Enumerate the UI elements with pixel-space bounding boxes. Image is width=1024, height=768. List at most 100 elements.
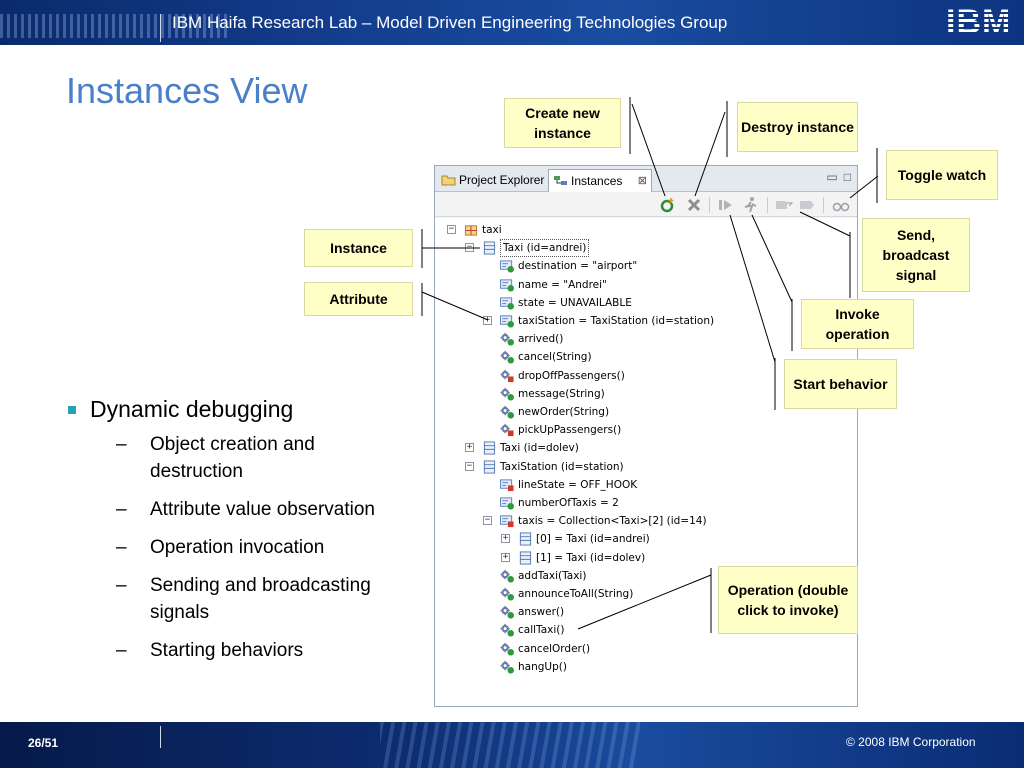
tree-item-label: state = UNAVAILABLE bbox=[518, 296, 632, 309]
tree-row[interactable]: lineState = OFF_HOOK bbox=[435, 476, 855, 494]
tree-row[interactable]: destination = "airport" bbox=[435, 257, 855, 275]
expand-icon[interactable]: + bbox=[501, 551, 510, 562]
attribute-private-icon bbox=[500, 479, 514, 491]
ibm-logo: IBM bbox=[946, 3, 1012, 41]
tree-row[interactable]: hangUp() bbox=[435, 658, 855, 676]
instance-icon bbox=[483, 441, 496, 455]
maximize-icon[interactable]: □ bbox=[843, 170, 851, 184]
attribute-icon bbox=[500, 315, 514, 328]
toolbar-separator bbox=[709, 197, 710, 213]
header-title: IBM Haifa Research Lab – Model Driven En… bbox=[172, 13, 728, 32]
tree-row[interactable]: − TaxiStation (id=station) bbox=[435, 458, 855, 476]
view-tabbar: Project Explorer Instances ⊠ ▭ □ bbox=[435, 166, 857, 192]
sub-bullet-list: Object creation and destruction Attribut… bbox=[66, 431, 396, 664]
tree-row[interactable]: name = "Andrei" bbox=[435, 276, 855, 294]
tree-item-label: [0] = Taxi (id=andrei) bbox=[536, 533, 650, 546]
instances-icon bbox=[554, 176, 567, 185]
tree-item-label: callTaxi() bbox=[518, 624, 565, 637]
tab-project-explorer[interactable]: Project Explorer bbox=[437, 169, 547, 192]
folder-icon bbox=[441, 175, 456, 186]
tree-row[interactable]: cancelOrder() bbox=[435, 640, 855, 658]
tree-item-label: arrived() bbox=[518, 333, 564, 346]
minimize-icon[interactable]: ▭ bbox=[826, 170, 838, 184]
tree-row[interactable]: dropOffPassengers() bbox=[435, 367, 855, 385]
tree-row[interactable]: −taxi bbox=[435, 221, 855, 239]
operation-public-icon bbox=[500, 569, 514, 583]
callout-toggle-watch: Toggle watch bbox=[886, 150, 998, 200]
header-band: IBM Haifa Research Lab – Model Driven En… bbox=[0, 0, 1024, 45]
toggle-watch-icon[interactable] bbox=[832, 196, 850, 214]
instance-icon bbox=[519, 532, 532, 546]
tab-instances[interactable]: Instances ⊠ bbox=[548, 169, 652, 192]
tree-row[interactable]: cancel(String) bbox=[435, 348, 855, 366]
tree-row[interactable]: numberOfTaxis = 2 bbox=[435, 494, 855, 512]
operation-public-icon bbox=[500, 587, 514, 601]
send-signal-icon[interactable] bbox=[775, 196, 793, 214]
create-instance-icon[interactable] bbox=[659, 196, 677, 214]
start-behavior-icon[interactable] bbox=[742, 196, 760, 214]
tree-row[interactable]: addTaxi(Taxi) bbox=[435, 567, 855, 585]
expand-icon[interactable]: + bbox=[501, 533, 510, 544]
tree-row[interactable]: newOrder(String) bbox=[435, 403, 855, 421]
tree-row[interactable]: −taxis = Collection<Taxi>[2] (id=14) bbox=[435, 512, 855, 530]
tree-row[interactable]: + Taxi (id=dolev) bbox=[435, 439, 855, 457]
tree-row[interactable]: callTaxi() bbox=[435, 621, 855, 639]
bullet-main: Dynamic debugging bbox=[66, 396, 396, 423]
callout-send-broadcast-signal: Send, broadcast signal bbox=[862, 218, 970, 292]
attribute-icon bbox=[500, 297, 514, 310]
collapse-icon[interactable]: − bbox=[483, 515, 492, 526]
tree-row[interactable]: arrived() bbox=[435, 330, 855, 348]
expand-icon[interactable]: + bbox=[465, 442, 474, 453]
sub-bullet: Object creation and destruction bbox=[66, 431, 396, 485]
close-icon[interactable]: ⊠ bbox=[637, 175, 647, 187]
tree-row[interactable]: +[1] = Taxi (id=dolev) bbox=[435, 549, 855, 567]
callout-destroy-instance: Destroy instance bbox=[737, 102, 858, 152]
tree-row[interactable]: state = UNAVAILABLE bbox=[435, 294, 855, 312]
toolbar-separator bbox=[823, 197, 824, 213]
tree-row[interactable]: + [0] = Taxi (id=andrei) bbox=[435, 530, 855, 548]
tree-item-label: answer() bbox=[518, 606, 565, 619]
footer-decoration bbox=[380, 722, 640, 768]
tree-item-label: Taxi (id=dolev) bbox=[500, 442, 579, 455]
callout-attribute: Attribute bbox=[304, 282, 413, 316]
tree-item-label: numberOfTaxis = 2 bbox=[518, 497, 619, 509]
invoke-operation-icon[interactable] bbox=[717, 196, 735, 214]
broadcast-signal-icon[interactable] bbox=[799, 196, 817, 214]
operation-public-icon bbox=[500, 660, 514, 674]
tree-row[interactable]: announceToAll(String) bbox=[435, 585, 855, 603]
tab-instances-label: Instances bbox=[571, 174, 623, 188]
bullet-list: Dynamic debugging Object creation and de… bbox=[66, 396, 396, 675]
tree-row[interactable]: answer() bbox=[435, 603, 855, 621]
sub-bullet: Operation invocation bbox=[66, 534, 396, 561]
operation-public-icon bbox=[500, 606, 514, 619]
tree-item-label: pickUpPassengers() bbox=[518, 424, 622, 437]
attribute-icon bbox=[500, 497, 514, 510]
header-divider bbox=[160, 14, 161, 42]
destroy-instance-icon[interactable] bbox=[685, 196, 703, 214]
collapse-icon[interactable]: − bbox=[447, 224, 456, 234]
instance-icon bbox=[483, 460, 496, 474]
tree-item-label: cancelOrder() bbox=[518, 642, 591, 655]
callout-operation: Operation (double click to invoke) bbox=[718, 566, 858, 634]
callout-instance: Instance bbox=[304, 229, 413, 267]
tree-item-label: lineState = OFF_HOOK bbox=[518, 478, 638, 491]
header-decoration bbox=[0, 14, 230, 38]
view-toolbar bbox=[435, 193, 857, 217]
tree-item-label: cancel(String) bbox=[518, 351, 592, 364]
callout-invoke-operation: Invoke operation bbox=[801, 299, 914, 349]
tree-item-label: destination = "airport" bbox=[518, 260, 638, 273]
tree-item-label: TaxiStation (id=station) bbox=[500, 460, 624, 473]
tree-row[interactable]: pickUpPassengers() bbox=[435, 421, 855, 439]
package-icon bbox=[464, 225, 478, 236]
operation-public-icon bbox=[500, 405, 514, 419]
toolbar-separator bbox=[767, 197, 768, 213]
tree-item-label: Taxi (id=andrei) bbox=[500, 239, 590, 258]
attribute-icon bbox=[500, 278, 514, 292]
sub-bullet: Sending and broadcasting signals bbox=[66, 572, 396, 626]
operation-private-icon bbox=[500, 369, 514, 382]
collapse-icon[interactable]: − bbox=[465, 460, 474, 471]
operation-private-icon bbox=[500, 424, 514, 437]
tree-item-label: hangUp() bbox=[518, 660, 567, 673]
tree-row[interactable]: message(String) bbox=[435, 385, 855, 403]
